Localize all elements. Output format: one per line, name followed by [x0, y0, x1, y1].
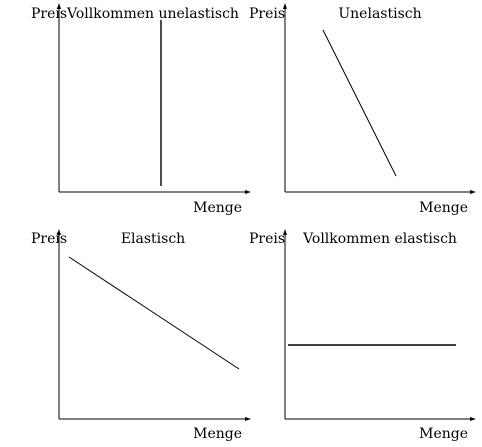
- x-axis-label: Menge: [193, 426, 242, 442]
- x-axis-label: Menge: [419, 426, 468, 442]
- panel-elastic: Preis Elastisch Menge: [31, 229, 251, 442]
- y-axis-arrow: [283, 3, 287, 9]
- x-axis-label: Menge: [193, 200, 242, 216]
- y-axis-label: Preis: [31, 6, 67, 22]
- x-axis-arrow: [470, 190, 476, 194]
- x-axis-arrow: [470, 417, 476, 421]
- x-axis-arrow: [245, 190, 251, 194]
- y-axis-label: Preis: [249, 231, 285, 247]
- y-axis-arrow: [57, 3, 61, 9]
- panel-title: Elastisch: [121, 231, 185, 247]
- panel-title: Vollkommen unelastisch: [66, 6, 239, 22]
- y-axis-label: Preis: [31, 231, 67, 247]
- demand-curve-flat: [68, 256, 240, 370]
- y-axis-label: Preis: [249, 6, 285, 22]
- x-axis-label: Menge: [419, 200, 468, 216]
- panel-perfectly-elastic: Preis Vollkommen elastisch Menge: [249, 229, 476, 442]
- y-axis-arrow: [283, 229, 287, 235]
- y-axis-arrow: [57, 229, 61, 235]
- panel-title: Unelastisch: [338, 6, 421, 22]
- x-axis-arrow: [245, 417, 251, 421]
- panel-inelastic: Preis Unelastisch Menge: [249, 3, 476, 216]
- demand-curve-steep: [322, 29, 397, 177]
- panel-perfectly-inelastic: Preis Vollkommen unelastisch Menge: [31, 3, 251, 216]
- panel-title: Vollkommen elastisch: [302, 231, 457, 247]
